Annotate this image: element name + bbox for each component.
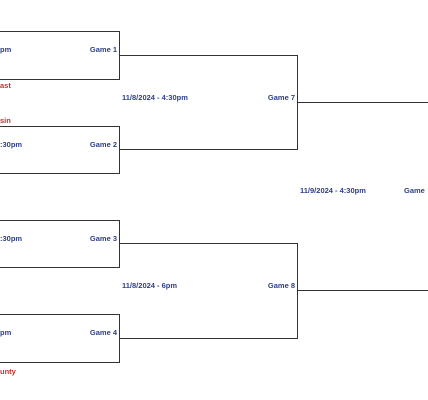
game3-right-line: [119, 220, 120, 268]
game4-top-line: [0, 314, 120, 315]
game4-bottom-line: [0, 362, 120, 363]
game7-label: Game 7: [267, 93, 295, 102]
game2-time: :30pm: [0, 140, 23, 149]
game8-top-line: [119, 243, 298, 244]
game7-bottom-line: [119, 149, 298, 150]
game1-time: pm: [0, 45, 12, 54]
final-time: 11/9/2024 - 4:30pm: [300, 186, 366, 195]
game2-right-line: [119, 126, 120, 174]
game4-bottom-team: unty: [0, 367, 16, 376]
game1-top-line: [0, 31, 120, 32]
game8-time: 11/8/2024 - 6pm: [122, 281, 178, 290]
game7-top-line: [119, 55, 298, 56]
game3-label: Game 3: [89, 234, 117, 243]
game1-bottom-team: ast: [0, 81, 11, 90]
final-bottom-line: [297, 290, 428, 291]
game3-time: :30pm: [0, 234, 23, 243]
game1-bottom-line: [0, 79, 120, 80]
game1-label: Game 1: [89, 45, 117, 54]
game8-bottom-line: [119, 338, 298, 339]
final-label: Game: [404, 186, 425, 195]
game3-top-line: [0, 220, 120, 221]
game2-top-line: [0, 126, 120, 127]
game4-time: pm: [0, 328, 12, 337]
game8-right-line: [297, 243, 298, 339]
game2-label: Game 2: [89, 140, 117, 149]
game2-top-team: sin: [0, 116, 11, 125]
game4-label: Game 4: [89, 328, 117, 337]
game8-label: Game 8: [267, 281, 295, 290]
final-top-line: [297, 102, 428, 103]
game2-bottom-line: [0, 173, 120, 174]
game7-time: 11/8/2024 - 4:30pm: [122, 93, 188, 102]
game3-bottom-line: [0, 267, 120, 268]
